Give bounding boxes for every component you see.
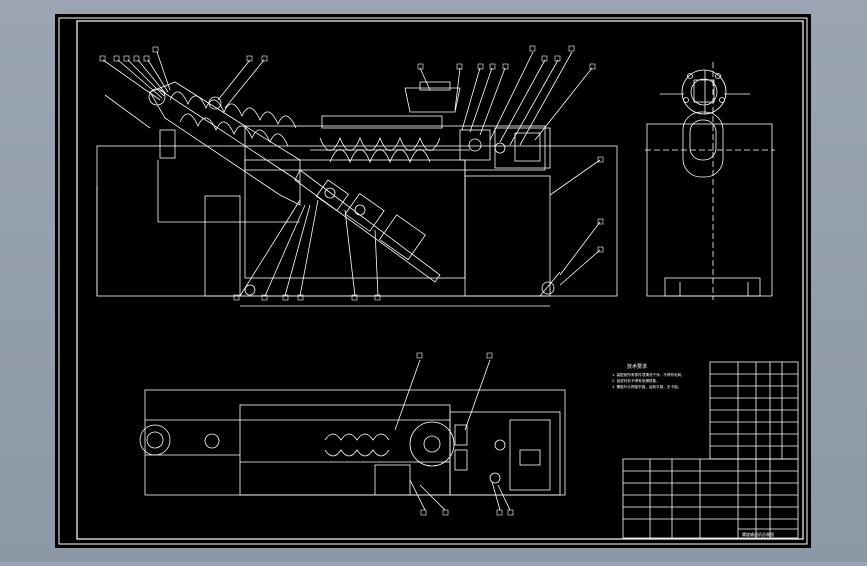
inclined-screw-flight	[169, 91, 297, 129]
notes-title: 技术要求	[627, 363, 647, 370]
title-block	[622, 458, 799, 539]
note-line-3: 3. 螺旋叶片焊接牢固，运转平稳，无卡阻。	[612, 384, 681, 389]
top-view	[139, 359, 566, 511]
horizontal-screw-flight	[319, 136, 441, 151]
feed-hopper	[404, 87, 461, 113]
motor	[378, 214, 426, 261]
inclined-casing	[149, 81, 301, 206]
top-hopper	[409, 421, 455, 467]
part-leaders	[102, 51, 601, 297]
front-view	[96, 81, 618, 307]
outer-border	[58, 17, 808, 545]
side-flange	[681, 69, 727, 115]
side-tube	[682, 111, 724, 178]
note-line-2: 2. 各密封处不得有渗漏现象。	[612, 378, 660, 383]
note-line-1: 1. 装配前所有零件须清洗干净，不得有毛刺。	[612, 372, 685, 377]
title-block-name: 螺旋输送机总装图	[742, 531, 774, 537]
side-view	[645, 62, 775, 300]
top-inlet-flange	[139, 424, 171, 456]
inner-frame	[76, 20, 804, 540]
part-balloons	[99, 45, 604, 516]
horizontal-casing	[244, 125, 546, 171]
